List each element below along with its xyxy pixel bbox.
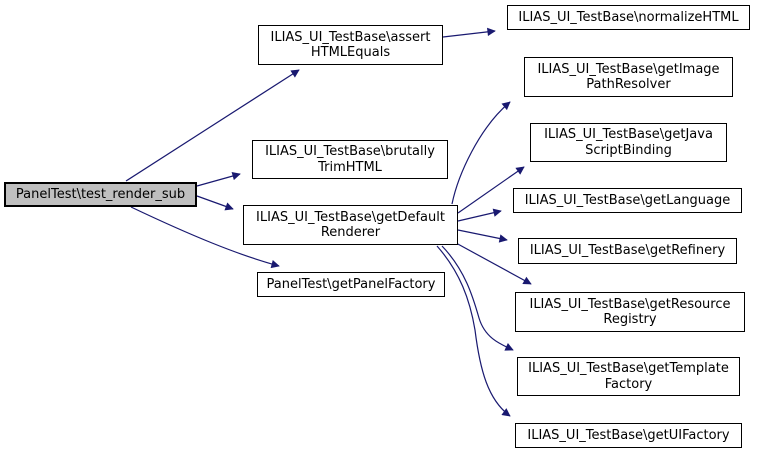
node-get-panel-factory[interactable]: PanelTest\getPanelFactory bbox=[257, 272, 445, 297]
edge-getDefaultRenderer-getImagePathResolver bbox=[451, 101, 511, 205]
node-label: ILIAS_UI_TestBase\normalizeHTML bbox=[518, 9, 739, 25]
node-label: ILIAS_UI_TestBase\getImage PathResolver bbox=[537, 61, 720, 93]
edge-test_render_sub-brutallyTrimHTML bbox=[196, 171, 241, 187]
node-get-image-path-resolver[interactable]: ILIAS_UI_TestBase\getImage PathResolver bbox=[524, 57, 733, 97]
node-brutally-trim-html[interactable]: ILIAS_UI_TestBase\brutally TrimHTML bbox=[252, 140, 448, 179]
node-get-refinery[interactable]: ILIAS_UI_TestBase\getRefinery bbox=[518, 238, 737, 264]
node-get-language[interactable]: ILIAS_UI_TestBase\getLanguage bbox=[513, 188, 742, 213]
node-label: ILIAS_UI_TestBase\getRefinery bbox=[529, 243, 726, 259]
node-get-java-script-binding[interactable]: ILIAS_UI_TestBase\getJava ScriptBinding bbox=[530, 123, 727, 162]
node-label: ILIAS_UI_TestBase\getResource Registry bbox=[529, 296, 731, 328]
edge-getDefaultRenderer-getLanguage bbox=[457, 208, 502, 222]
node-get-default-renderer[interactable]: ILIAS_UI_TestBase\getDefault Renderer bbox=[243, 205, 458, 245]
edge-getDefaultRenderer-getUIFactory bbox=[436, 245, 511, 417]
node-get-resource-registry[interactable]: ILIAS_UI_TestBase\getResource Registry bbox=[515, 292, 745, 332]
edge-getDefaultRenderer-getRefinery bbox=[457, 229, 508, 243]
edge-assertHTMLEquals-normalizeHTML bbox=[442, 27, 496, 38]
node-get-ui-factory[interactable]: ILIAS_UI_TestBase\getUIFactory bbox=[515, 423, 742, 448]
node-get-template-factory[interactable]: ILIAS_UI_TestBase\getTemplate Factory bbox=[517, 357, 740, 396]
node-label: ILIAS_UI_TestBase\getUIFactory bbox=[527, 427, 730, 443]
node-label: ILIAS_UI_TestBase\assert HTMLEquals bbox=[270, 29, 431, 61]
edge-getDefaultRenderer-getTemplateFactory bbox=[441, 245, 514, 351]
node-label: ILIAS_UI_TestBase\getLanguage bbox=[524, 192, 731, 208]
edge-test_render_sub-getDefaultRenderer bbox=[196, 195, 234, 211]
node-label: PanelTest\test_render_sub bbox=[15, 186, 186, 202]
node-normalize-html[interactable]: ILIAS_UI_TestBase\normalizeHTML bbox=[507, 5, 750, 30]
node-label: ILIAS_UI_TestBase\getDefault Renderer bbox=[256, 209, 445, 241]
node-assert-html-equals[interactable]: ILIAS_UI_TestBase\assert HTMLEquals bbox=[258, 25, 443, 65]
node-label: ILIAS_UI_TestBase\brutally TrimHTML bbox=[265, 144, 435, 175]
node-label: ILIAS_UI_TestBase\getTemplate Factory bbox=[528, 361, 729, 392]
node-label: ILIAS_UI_TestBase\getJava ScriptBinding bbox=[544, 127, 713, 158]
node-test-render-sub[interactable]: PanelTest\test_render_sub bbox=[4, 182, 197, 207]
node-label: PanelTest\getPanelFactory bbox=[266, 276, 436, 292]
